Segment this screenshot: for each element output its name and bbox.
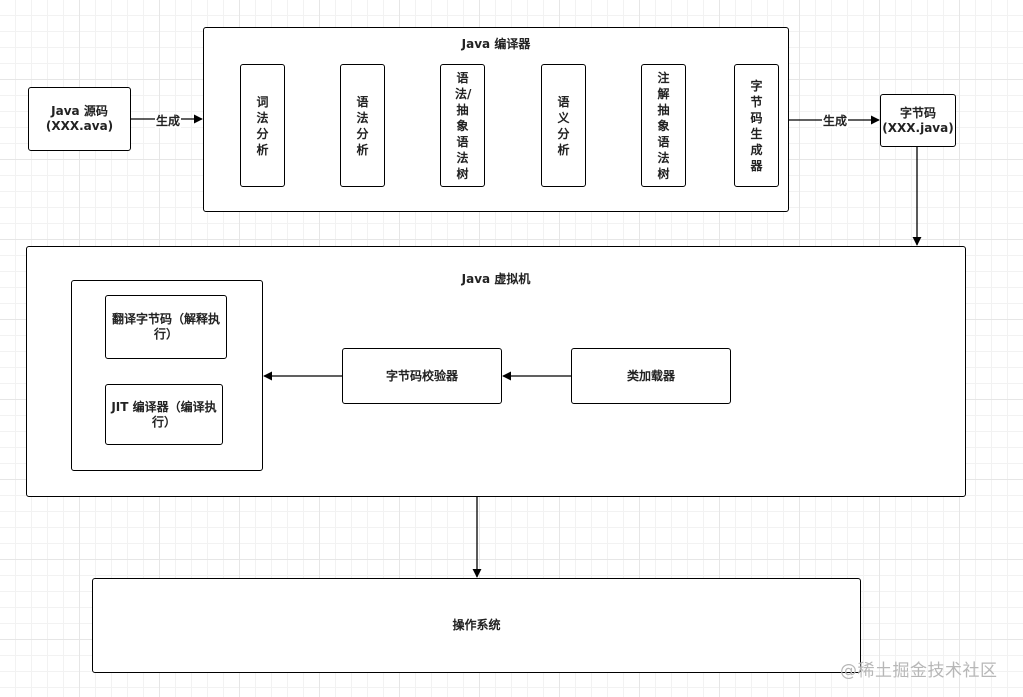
compiler-stage-label: 注解抽象语法树 bbox=[657, 70, 670, 181]
jvm-title: Java 虚拟机 bbox=[461, 272, 531, 286]
compiler-stage-label: 字节码生成器 bbox=[750, 78, 763, 173]
java-compiler-container[interactable]: Java 编译器 bbox=[203, 27, 789, 212]
interpreter-node[interactable]: 翻译字节码（解释执行） bbox=[105, 295, 227, 359]
compiler-stage-label: 词法分析 bbox=[256, 94, 269, 157]
edge-label-generate-source: 生成 bbox=[155, 114, 182, 128]
jit-compiler-node[interactable]: JIT 编译器（编译执行） bbox=[105, 384, 223, 445]
operating-system-node[interactable]: 操作系统 bbox=[92, 578, 861, 673]
compiler-stage-label: 语法分析 bbox=[356, 94, 369, 157]
compiler-stage-semantic[interactable]: 语义分析 bbox=[541, 64, 586, 187]
compiler-stage-ast[interactable]: 语法/抽象语法树 bbox=[440, 64, 485, 187]
bytecode-node[interactable]: 字节码(XXX.java) bbox=[880, 94, 956, 147]
source-code-node[interactable]: Java 源码(XXX.ava) bbox=[28, 87, 131, 151]
jit-compiler-label: JIT 编译器（编译执行） bbox=[111, 399, 217, 429]
compiler-stage-syntax[interactable]: 语法分析 bbox=[340, 64, 385, 187]
watermark: @稀土掘金技术社区 bbox=[840, 661, 998, 681]
class-loader-label: 类加载器 bbox=[626, 368, 675, 383]
bytecode-verifier-label: 字节码校验器 bbox=[385, 368, 458, 383]
java-compiler-title: Java 编译器 bbox=[461, 37, 531, 51]
compiler-stage-bytecode-generator[interactable]: 字节码生成器 bbox=[734, 64, 779, 187]
interpreter-label: 翻译字节码（解释执行） bbox=[111, 312, 220, 341]
operating-system-label: 操作系统 bbox=[452, 618, 501, 632]
class-loader-node[interactable]: 类加载器 bbox=[571, 348, 731, 404]
bytecode-label: 字节码(XXX.java) bbox=[882, 105, 954, 135]
bytecode-verifier-node[interactable]: 字节码校验器 bbox=[342, 348, 502, 404]
edge-label-generate-bytecode: 生成 bbox=[822, 114, 849, 128]
compiler-stage-label: 语义分析 bbox=[557, 94, 570, 157]
source-code-label: Java 源码(XXX.ava) bbox=[45, 104, 114, 133]
compiler-stage-annotation-ast[interactable]: 注解抽象语法树 bbox=[641, 64, 686, 187]
compiler-stage-lexical[interactable]: 词法分析 bbox=[240, 64, 285, 187]
compiler-stage-label: 语法/抽象语法树 bbox=[455, 70, 472, 181]
